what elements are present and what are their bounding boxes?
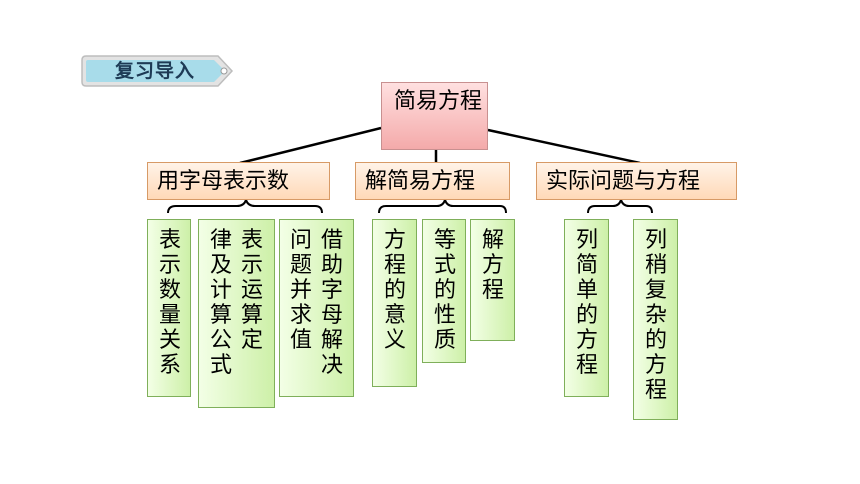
leaf-label: 借助字母解决 (320, 228, 343, 378)
brace-cat2 (378, 196, 507, 214)
leaf-node-complex-equation: 列稍复杂的方程 (633, 219, 678, 420)
badge-label: 复习导入 (114, 60, 195, 82)
leaf-node-solve-equation: 解方程 (470, 219, 515, 341)
badge-shape (81, 55, 234, 87)
leaf-label: 等式的性质 (433, 228, 456, 353)
leaf-node-quantity-relations: 表示数量关系 (147, 219, 191, 397)
category-node-letters: 用字母表示数 (147, 162, 330, 200)
section-badge: 复习导入 (80, 54, 236, 88)
leaf-label: 表示数量关系 (158, 228, 181, 378)
category-node-problems: 实际问题与方程 (536, 162, 737, 200)
leaf-node-operation-laws: 表示运算定 律及计算公式 (198, 219, 275, 408)
category-node-solve: 解简易方程 (355, 162, 510, 200)
leaf-label: 表示运算定 (240, 228, 263, 353)
connector-root-to-cat3 (487, 128, 641, 165)
connector-root-to-cat1 (239, 126, 382, 165)
leaf-label: 列稍复杂的方程 (644, 228, 667, 403)
leaf-label-col2: 问题并求值 (289, 228, 312, 353)
leaf-node-simple-equation: 列简单的方程 (564, 219, 609, 397)
leaf-label: 方程的意义 (383, 228, 406, 353)
brace-cat1 (167, 196, 323, 214)
leaf-node-solve-with-letters: 借助字母解决 问题并求值 (279, 219, 354, 397)
leaf-node-equation-meaning: 方程的意义 (372, 219, 417, 387)
leaf-label: 解方程 (481, 228, 504, 303)
leaf-node-equality-properties: 等式的性质 (422, 219, 466, 363)
root-node: 简易方程 (381, 82, 488, 150)
leaf-label: 列简单的方程 (575, 228, 598, 378)
leaf-label-col2: 律及计算公式 (209, 228, 232, 378)
brace-cat3 (587, 196, 653, 214)
